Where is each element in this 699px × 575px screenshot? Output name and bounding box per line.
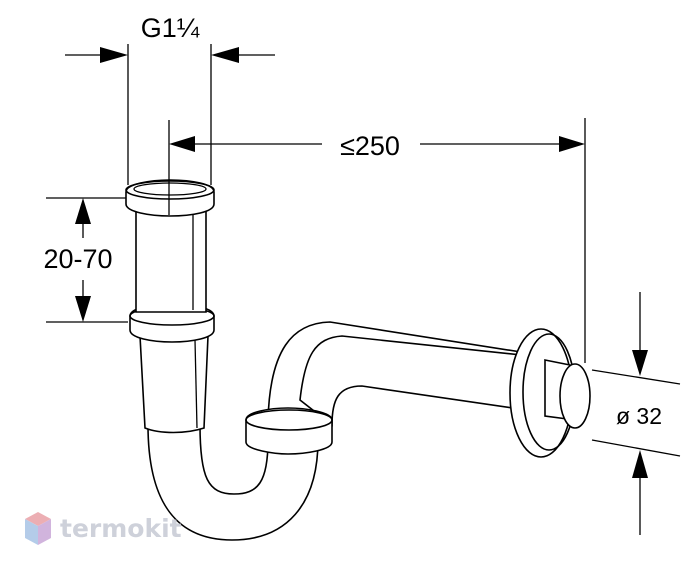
thread-label: G1¼ [141, 13, 200, 43]
diameter-dimension: ø 32 [591, 292, 681, 535]
height-dimension: 20-70 [43, 197, 128, 323]
diameter-label: ø 32 [616, 403, 662, 429]
trap-collar [245, 407, 333, 455]
upper-tube [135, 199, 207, 313]
length-dimension: ≤250 [168, 118, 586, 363]
height-label: 20-70 [43, 244, 112, 274]
thread-dimension: G1¼ [65, 13, 275, 185]
termokit-logo-icon [25, 512, 51, 545]
siphon-pipe [125, 179, 591, 541]
outlet-end [559, 363, 591, 429]
lower-tube [139, 335, 209, 434]
length-label: ≤250 [340, 131, 400, 161]
watermark-text: termokit [60, 514, 182, 543]
watermark: termokit [25, 512, 182, 545]
